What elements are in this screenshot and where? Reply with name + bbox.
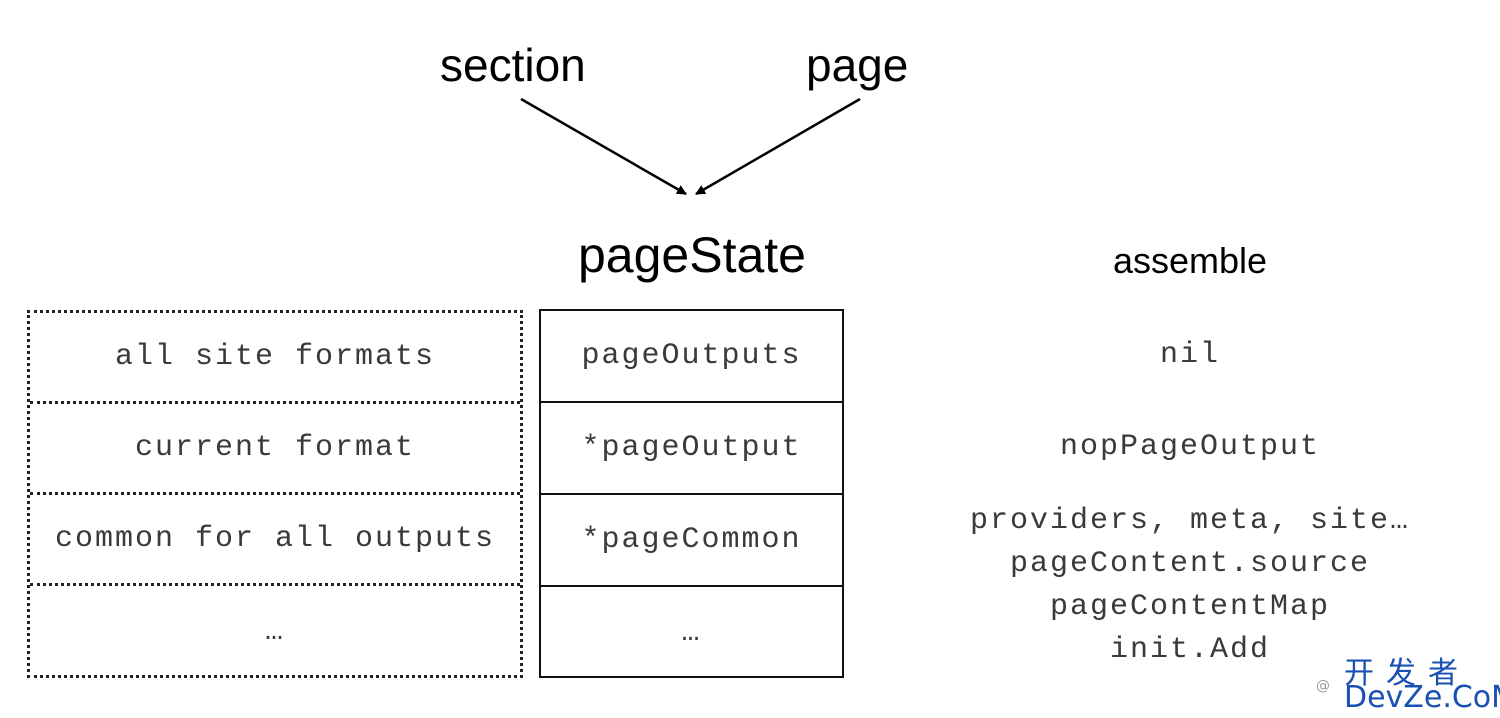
page-state-field: *pageCommon <box>541 495 842 587</box>
watermark-cn: 开发者 <box>1344 656 1470 691</box>
format-scope-cell: common for all outputs <box>30 495 520 586</box>
page-state-table: pageOutputs *pageOutput *pageCommon … <box>539 309 844 678</box>
section-label: section <box>440 39 586 91</box>
page-state-title: pageState <box>578 227 806 283</box>
assemble-value: nil <box>1159 338 1220 372</box>
format-scope-cell: current format <box>30 404 520 495</box>
format-scope-cell: all site formats <box>30 313 520 404</box>
assemble-value: pageContentMap <box>1049 590 1331 624</box>
watermark-at: @ <box>1316 678 1330 694</box>
page-label: page <box>806 39 909 91</box>
page-state-field: *pageOutput <box>541 403 842 495</box>
assemble-value: nopPageOutput <box>1059 430 1321 464</box>
assemble-value: init.Add <box>1109 633 1271 667</box>
assemble-value: providers, meta, site… <box>969 504 1411 538</box>
page-state-field: … <box>681 616 702 650</box>
assemble-title: assemble <box>1112 240 1268 281</box>
format-scope-cell: … <box>264 614 285 649</box>
watermark-en: DevZe.CoM <box>1344 680 1500 715</box>
assemble-value: pageContent.source <box>1009 547 1371 581</box>
arrow-section-to-pagestate <box>520 97 687 196</box>
arrow-page-to-pagestate <box>695 97 861 196</box>
page-state-field: pageOutputs <box>541 311 842 403</box>
format-scope-table: all site formats current format common f… <box>27 310 523 678</box>
